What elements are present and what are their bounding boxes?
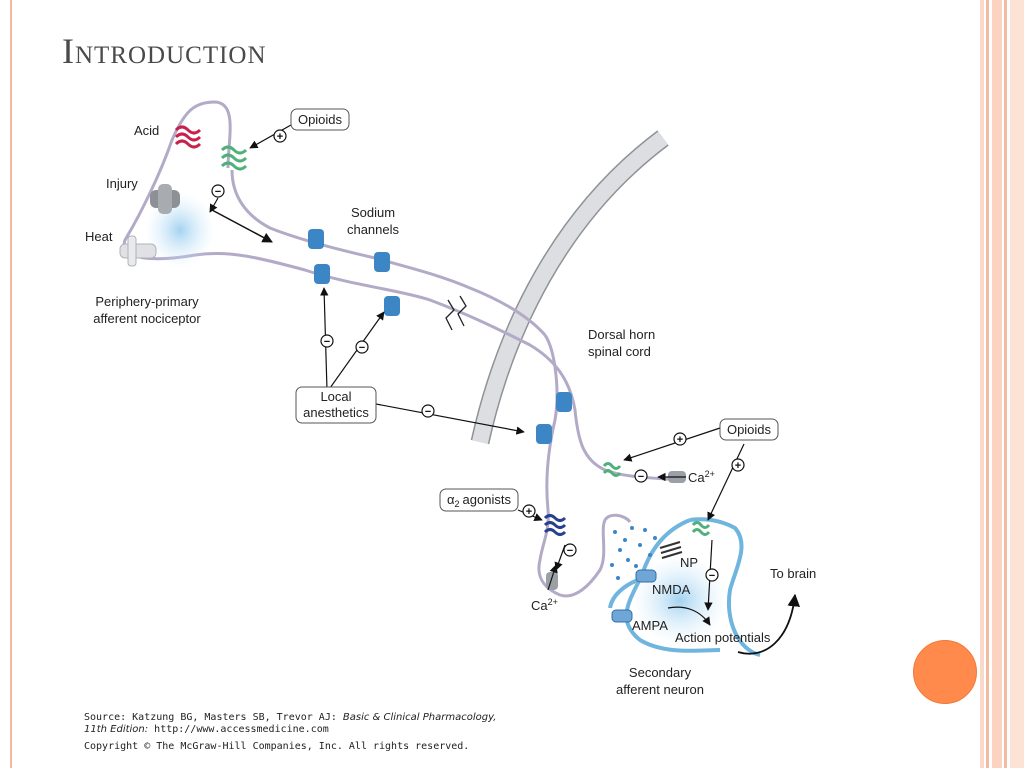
label-dorsal-horn: Dorsal horn [588,327,655,342]
label-afferent-nociceptor: afferent nociceptor [93,311,201,326]
minus-sign: − [215,186,221,198]
minus-sign: − [567,545,573,557]
label-heat: Heat [85,229,113,244]
alpha2-agonists-box [439,488,519,512]
nmda-receptor [635,569,657,583]
label-spinal-cord: spinal cord [588,344,651,359]
opioid-receptor-top [220,145,248,171]
minus-sign: − [324,336,330,348]
sodium-channel-5 [556,392,572,412]
plus-sign: + [277,131,283,143]
acid-receptor [174,125,202,149]
opioid-receptor-secondary [691,521,711,536]
heat-receptor [119,235,157,267]
slide-title: Introduction [62,31,267,71]
alpha2-receptor [543,514,567,536]
plus-sign: + [677,434,683,446]
neurotransmitter-vesicles [610,526,657,580]
calcium-channel-left [546,572,558,590]
label-sodium: Sodium [351,205,395,220]
minus-sign: − [638,471,644,483]
label-secondary: Secondary [629,665,692,680]
minus-sign: − [425,406,431,418]
label-np: NP [680,555,698,570]
source-line-1: Source: Katzung BG, Masters SB, Trevor A… [84,712,497,723]
plus-sign: + [526,506,532,518]
label-injury: Injury [106,176,138,191]
label-to-brain: To brain [770,566,816,581]
minus-sign: − [359,342,365,354]
left-frame-line [10,0,12,768]
label-opioids-top: Opioids [298,112,343,127]
sodium-channel-1 [308,229,324,249]
label-periphery: Periphery-primary [95,294,199,309]
label-nmda: NMDA [652,582,691,597]
primary-neuron-outline [122,100,681,482]
break-mark [445,295,467,331]
injury-receptor [150,184,180,214]
label-local: Local [320,389,351,404]
np-receptor [659,541,683,559]
right-decorative-stripes [980,0,1024,768]
label-ca-right: Ca2+ [688,469,715,485]
label-acid: Acid [134,123,159,138]
label-opioids-right: Opioids [727,422,772,437]
sodium-channel-4 [384,296,400,316]
label-channels: channels [347,222,400,237]
copyright-line: Copyright © The McGraw-Hill Companies, I… [84,741,470,752]
sodium-channel-6 [536,424,552,444]
secondary-neuron-outline [689,517,761,657]
sodium-channel-2 [374,252,390,272]
sodium-channel-3 [314,264,330,284]
minus-sign: − [709,570,715,582]
label-anesthetics: anesthetics [303,405,369,420]
source-line-2: 11th Edition: http://www.accessmedicine.… [84,724,329,735]
label-ca-left: Ca2+ [531,597,558,613]
ampa-receptor [611,609,633,623]
local-anesthetics-box [295,386,377,424]
opioids-top-box [290,108,350,131]
label-ampa: AMPA [632,618,668,633]
decorative-orange-circle [913,640,977,704]
opioid-receptor-terminal [602,462,622,477]
plus-sign: + [735,460,741,472]
opioids-right-box [719,418,779,441]
label-action-potentials: Action potentials [675,630,771,645]
label-afferent-neuron: afferent neuron [616,682,704,697]
